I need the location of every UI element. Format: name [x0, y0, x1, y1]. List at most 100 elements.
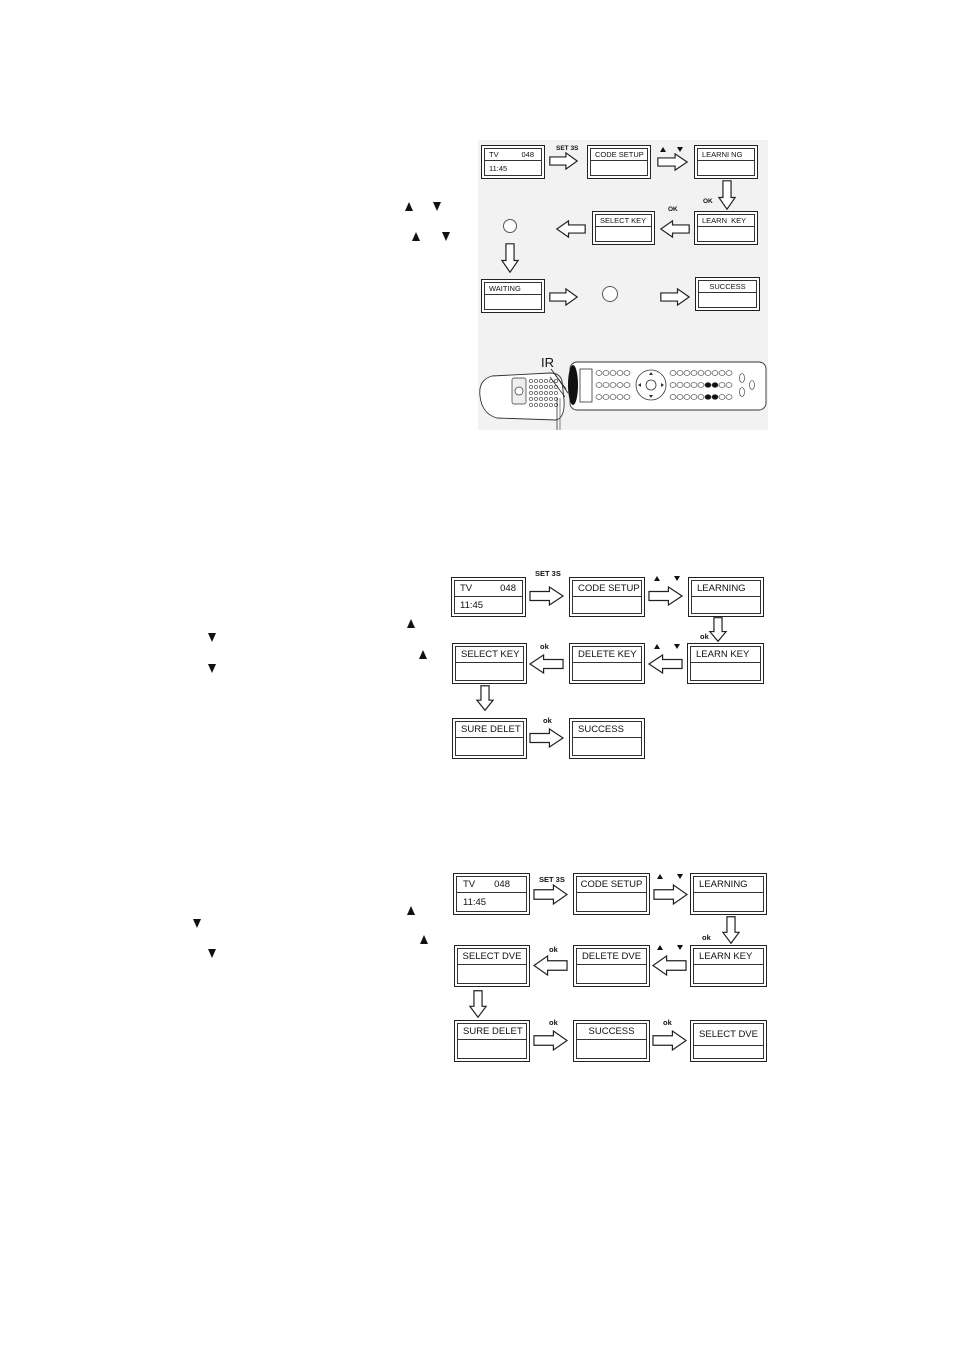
remote-button	[609, 382, 617, 388]
lcd-time-text: 11:45	[460, 599, 484, 611]
lcd-screen-code-setup: CODE SETUP	[573, 873, 650, 915]
ok-label: ok	[549, 945, 558, 954]
remote-button	[704, 382, 712, 388]
ok-label: OK	[703, 198, 713, 205]
up-triangle-icon	[657, 945, 663, 950]
lcd-screen-code-setup: CODE SETUP	[587, 145, 651, 179]
ir-emitter	[568, 365, 578, 405]
ir-label: IR	[541, 355, 554, 370]
down-triangle-icon	[433, 202, 441, 211]
lcd-time-text: 11:45	[463, 896, 487, 908]
screen-label: SELECT DVE	[699, 1029, 758, 1040]
remote-button	[683, 370, 691, 376]
lcd-screen-select-key: SELECT KEY	[592, 211, 655, 245]
small-remote-buttons	[528, 379, 559, 407]
down-triangle-icon	[208, 664, 216, 673]
remote-button	[528, 391, 534, 395]
ok-label: ok	[543, 716, 552, 725]
remote-button	[616, 370, 624, 376]
down-arrow-icon	[501, 243, 519, 273]
remote-button	[548, 385, 554, 389]
lcd-screen-success: SUCCESS	[573, 1020, 650, 1062]
down-triangle-icon	[193, 919, 201, 928]
right-arrow-icon	[529, 728, 564, 748]
lcd-screen-learning: LEARNING	[690, 873, 767, 915]
remote-button	[704, 394, 712, 400]
lcd-screen-sure-delete: SURE DELET	[454, 1020, 530, 1062]
large-remote-lcd	[579, 368, 593, 403]
screen-label: LEARN KEY	[696, 649, 750, 660]
screen-label: LEARNING	[697, 583, 746, 594]
right-arrow-icon	[652, 1030, 687, 1051]
right-arrow-icon	[653, 884, 688, 905]
ok-label: ok	[700, 632, 709, 641]
lcd-screen-delete-device: DELETE DVE	[573, 945, 650, 987]
ok-label: ok	[540, 642, 549, 651]
remote-button	[609, 394, 617, 400]
right-arrow-icon	[657, 153, 688, 171]
screen-label: SUCCESS	[578, 724, 624, 735]
right-arrow-icon	[529, 586, 564, 606]
lcd-screen-sure-delete: SURE DELET	[452, 718, 527, 759]
down-arrow-icon	[709, 617, 727, 642]
remote-button	[543, 403, 549, 407]
remote-button	[683, 382, 691, 388]
remote-button	[528, 397, 534, 401]
up-triangle-icon	[657, 874, 663, 879]
lcd-screen-learn-key: LEARN KEY	[690, 945, 767, 987]
screen-label: SELECT KEY	[600, 216, 647, 225]
screen-label: SUCCESS	[709, 282, 746, 291]
lcd-screen-select-device-final: SELECT DVE	[690, 1020, 767, 1062]
remote-button	[683, 394, 691, 400]
remote-button	[739, 387, 745, 397]
remote-button	[533, 403, 539, 407]
up-triangle-icon	[405, 202, 413, 211]
remote-button	[697, 382, 705, 388]
up-triangle-icon	[419, 650, 427, 659]
lcd-screen-code-setup: CODE SETUP	[569, 577, 645, 617]
remote-button	[718, 382, 726, 388]
remote-button	[711, 382, 719, 388]
lcd-screen-success: SUCCESS	[569, 718, 645, 759]
lcd-screen-select-device: SELECT DVE	[454, 945, 530, 987]
lcd-screen-waiting: WAITING	[481, 279, 545, 313]
remote-button	[528, 403, 534, 407]
remote-button	[749, 380, 755, 390]
left-arrow-icon	[648, 654, 683, 674]
up-triangle-icon	[420, 935, 428, 944]
remote-button	[676, 370, 684, 376]
screen-label: CODE SETUP	[595, 150, 644, 159]
remote-button	[543, 385, 549, 389]
down-arrow-icon	[722, 916, 740, 944]
set-3s-label: SET 3S	[556, 145, 579, 152]
down-triangle-icon	[674, 576, 680, 581]
ok-label: OK	[668, 206, 678, 213]
remote-button	[623, 370, 631, 376]
button-circle-icon	[602, 286, 618, 302]
screen-label: LEARN KEY	[702, 216, 747, 225]
remote-button	[553, 391, 559, 395]
remote-button	[676, 394, 684, 400]
remote-button	[528, 385, 534, 389]
screen-label: CODE SETUP	[580, 879, 643, 890]
remote-button	[538, 391, 544, 395]
remote-button	[533, 379, 539, 383]
remote-button	[669, 370, 677, 376]
ok-label: ok	[549, 1018, 558, 1027]
remote-button	[602, 382, 610, 388]
right-arrow-icon	[533, 884, 568, 905]
down-arrow-icon	[476, 685, 494, 711]
remote-button	[669, 394, 677, 400]
right-arrow-icon	[648, 586, 683, 606]
lcd-source-text: TV	[460, 583, 473, 594]
down-arrow-icon	[718, 180, 736, 210]
screen-label: DELETE DVE	[581, 951, 642, 962]
remote-button	[553, 379, 559, 383]
remote-button	[602, 370, 610, 376]
down-triangle-icon	[674, 644, 680, 649]
lcd-screen-learn-key: LEARN KEY	[694, 211, 758, 245]
ok-label: ok	[663, 1018, 672, 1027]
remote-button	[595, 394, 603, 400]
